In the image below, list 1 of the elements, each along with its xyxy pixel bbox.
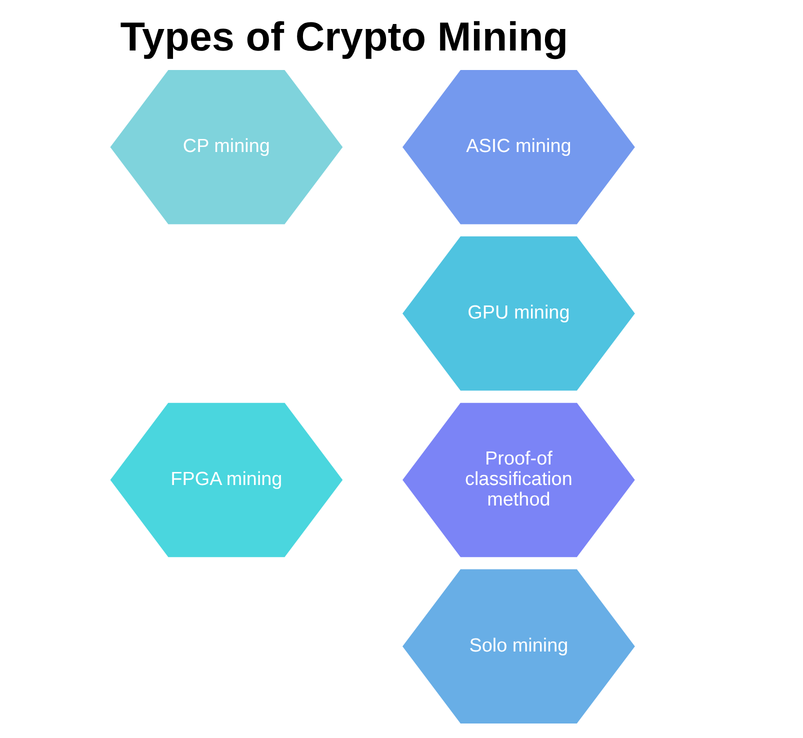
diagram-title: Types of Crypto Mining bbox=[120, 13, 568, 60]
